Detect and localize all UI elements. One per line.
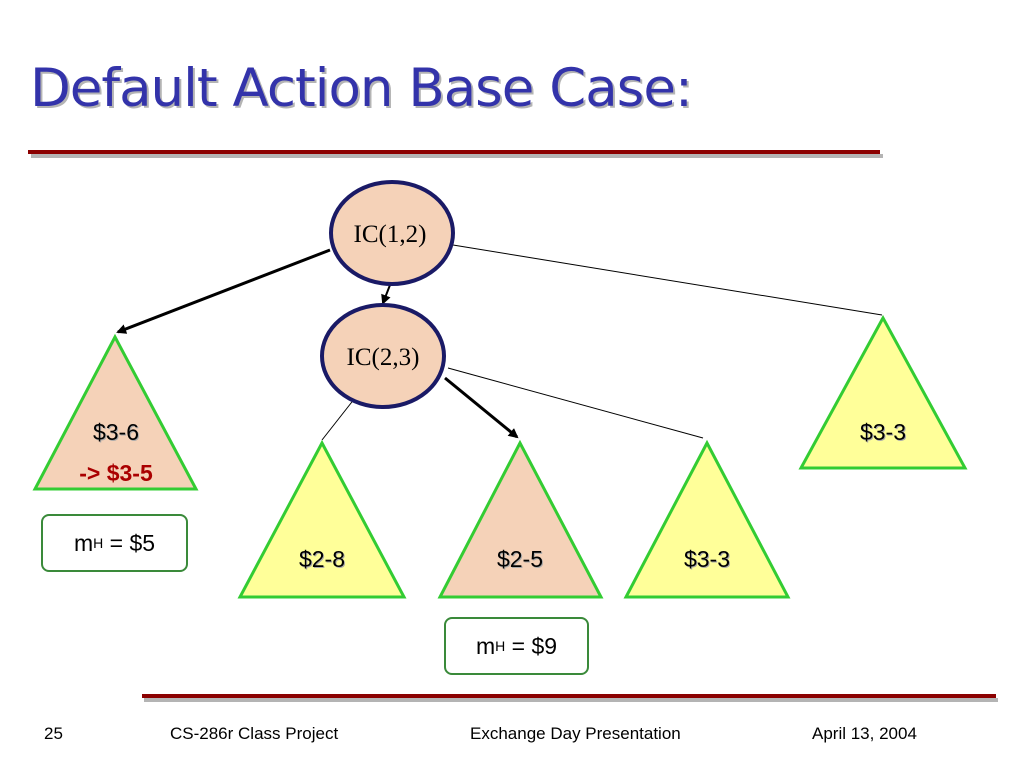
leaf-child-left-label: $2-8 (299, 546, 345, 572)
leaf-right-label: $3-3 (860, 419, 906, 445)
edge-root-to-right-leaf (452, 244, 883, 316)
leaf-triangle-child-mid (437, 439, 604, 599)
node-root-label: IC(1,2) (354, 221, 427, 248)
leaf-child-right-label: $3-3 (684, 546, 730, 572)
edge-child-to-left-leaf (321, 397, 356, 441)
edge-child-to-right-leaf (447, 367, 704, 439)
node-root (329, 180, 455, 286)
edge-child-to-mid-leaf (444, 376, 519, 439)
mh-left-rest: = $5 (103, 529, 156, 556)
mh-left-var: m (73, 529, 94, 556)
mh-mid-sub: H (495, 638, 506, 654)
node-child (320, 303, 446, 409)
footer-course: CS-286r Class Project (170, 724, 339, 743)
node-child-label: IC(2,3) (347, 344, 420, 371)
leaf-child-mid-label: $2-5 (497, 546, 543, 572)
leaf-left-update-label: -> $3-5 (79, 460, 153, 486)
edge-root-to-child (381, 284, 391, 305)
leaf-triangle-child-right (623, 439, 791, 599)
footer-date: April 13, 2004 (812, 724, 917, 743)
mh-mid-var: m (475, 632, 496, 659)
edge-root-to-left-leaf (116, 248, 331, 334)
footer-page-number: 25 (44, 724, 63, 743)
mh-mid-rest: = $9 (505, 632, 558, 659)
footer-event: Exchange Day Presentation (470, 724, 681, 743)
leaf-triangle-left (32, 333, 199, 491)
leaf-left-label: $3-6 (93, 419, 139, 445)
leaf-triangle-child-left (237, 439, 407, 599)
mh-left-sub: H (93, 535, 104, 551)
leaf-triangle-right (798, 314, 968, 470)
slide-title: Default Action Base Case: (30, 58, 693, 119)
